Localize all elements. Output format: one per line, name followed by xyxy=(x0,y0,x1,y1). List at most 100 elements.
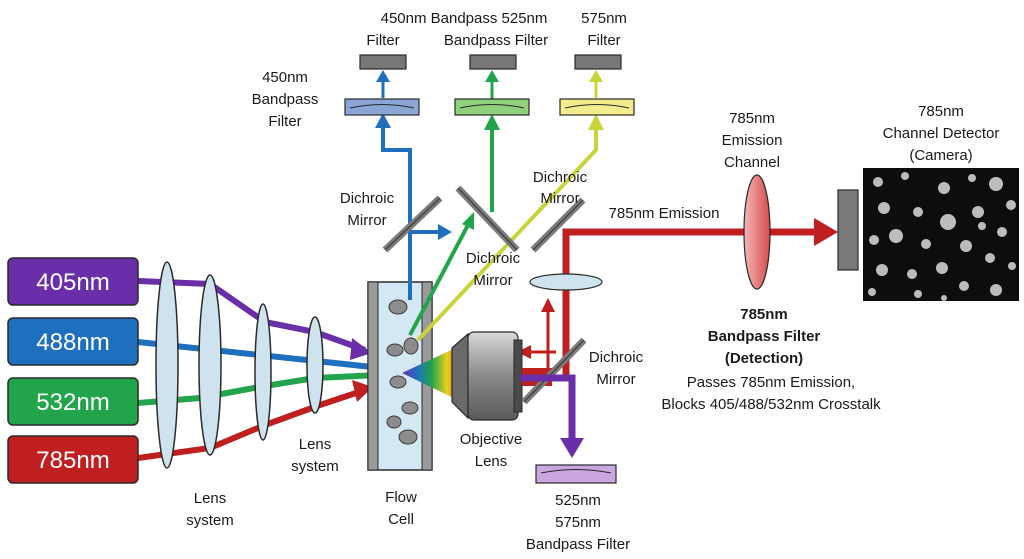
laser-label-488: 488nm xyxy=(36,329,109,356)
flow-cell-line1: Flow xyxy=(385,489,417,506)
lens-system-2-line2: system xyxy=(291,458,339,475)
dichroic-left-line2: Mirror xyxy=(347,212,386,229)
mirror-right-edge xyxy=(532,199,584,251)
path-blue-arrowhead xyxy=(375,113,391,128)
dichroic-center-line1: Dichroic xyxy=(466,250,521,267)
path-green-top-arrowhead xyxy=(485,70,499,82)
top-filters-row2-b: Bandpass Filter xyxy=(444,32,548,49)
path-green-diag-arrowhead xyxy=(462,212,474,230)
lens-4-icon xyxy=(306,316,324,414)
bottom-filter-line1: 525nm xyxy=(555,492,601,509)
top-filters-row1: 450nm Bandpass 525nm xyxy=(381,10,548,27)
bandpass-desc-line2: Blocks 405/488/532nm Crosstalk xyxy=(661,396,881,413)
flow-cell-line2: Cell xyxy=(388,511,414,528)
dichroic-center-line2: Mirror xyxy=(473,272,512,289)
path-blue-h-arrowhead xyxy=(438,224,452,240)
dichroic-mirrors-top xyxy=(382,185,586,253)
top-detectors xyxy=(359,54,622,70)
bottom-filter xyxy=(535,464,617,484)
filter-525-icon xyxy=(454,98,530,116)
detector-450-icon xyxy=(359,54,407,70)
dichroic-right-line1: Dichroic xyxy=(533,169,588,186)
top-575-line2: Filter xyxy=(587,32,620,49)
path-green-diagonal xyxy=(408,224,470,336)
path-blue-top-arrowhead xyxy=(376,70,390,82)
lens-system xyxy=(155,261,324,469)
violet-down-path xyxy=(520,374,584,458)
laser-box-532 xyxy=(7,377,139,426)
lens-2-icon xyxy=(198,274,222,456)
beam-405-arrowhead xyxy=(350,338,372,360)
mirror-center-edge xyxy=(457,187,518,251)
path-green-arrowhead xyxy=(484,114,500,130)
emission-channel-line2: Emission xyxy=(722,132,783,149)
dichroic-mirror-bottom xyxy=(521,337,587,405)
cell-7 xyxy=(398,429,418,445)
cell-1 xyxy=(388,299,408,315)
path-yellow-top-arrowhead xyxy=(589,70,603,82)
bottom-filter-line3: Bandpass Filter xyxy=(526,536,630,553)
objective-line2: Lens xyxy=(475,453,508,470)
lens-system-2-line1: Lens xyxy=(299,436,332,453)
detector-575-icon xyxy=(574,54,622,70)
top-filters xyxy=(344,98,635,116)
red-return-2-arrowhead xyxy=(517,345,531,359)
cell-5 xyxy=(401,401,419,415)
top-filters-row2-a: Filter xyxy=(366,32,399,49)
bandpass-title-line2: Bandpass Filter xyxy=(708,328,821,345)
cell-2 xyxy=(386,343,404,357)
cell-3 xyxy=(403,337,419,355)
laser-label-785: 785nm xyxy=(36,447,109,474)
top-575-line1: 575nm xyxy=(581,10,627,27)
laser-box-405 xyxy=(7,257,139,306)
emission-channel-line3: Channel xyxy=(724,154,780,171)
relay-lens-icon xyxy=(529,273,603,291)
dichroic-right-line2: Mirror xyxy=(540,190,579,207)
filter-450-icon xyxy=(344,98,420,116)
filter-575-icon xyxy=(559,98,635,116)
red-return-1-arrowhead xyxy=(541,298,555,312)
objective-front xyxy=(451,332,469,420)
laser-box-488 xyxy=(7,317,139,366)
objective-line1: Objective xyxy=(460,431,523,448)
cell-4 xyxy=(389,375,407,389)
bandpass-desc-line1: Passes 785nm Emission, xyxy=(687,374,855,391)
lens-3-icon xyxy=(254,303,272,441)
detector-line2: Channel Detector xyxy=(883,125,1000,142)
path-yellow-arrowhead xyxy=(588,114,604,130)
lens-system-1-line1: Lens xyxy=(194,490,227,507)
laser-label-532: 532nm xyxy=(36,389,109,416)
emission-channel-lens-icon xyxy=(743,174,771,290)
path-yellow xyxy=(416,130,598,342)
camera-detector-icon xyxy=(837,189,859,271)
lens-system-1-line2: system xyxy=(186,512,234,529)
flow-cell-wall-left xyxy=(367,281,379,471)
filter-450-side-line2: Bandpass xyxy=(252,91,319,108)
filter-450-side-line1: 450nm xyxy=(262,69,308,86)
violet-arrowhead xyxy=(560,438,584,458)
red-path-arrowhead xyxy=(814,218,838,246)
objective-lens xyxy=(451,331,523,421)
detector-525-icon xyxy=(469,54,517,70)
dichroic-left-line1: Dichroic xyxy=(340,190,395,207)
detector-line1: 785nm xyxy=(918,103,964,120)
bandpass-title-line1: 785nm xyxy=(740,306,788,323)
detector-line3: (Camera) xyxy=(909,147,972,164)
cell-6 xyxy=(386,415,402,429)
mirror-left-edge xyxy=(384,197,441,251)
dichroic-bottom-line1: Dichroic xyxy=(589,349,644,366)
filter-450-side-line3: Filter xyxy=(268,113,301,130)
emission-cone xyxy=(402,345,462,402)
laser-label-405: 405nm xyxy=(36,269,109,296)
bottom-filter-line2: 575nm xyxy=(555,514,601,531)
labels: 450nm Bandpass 525nm Filter Bandpass Fil… xyxy=(186,10,999,553)
filter-bottom-icon xyxy=(535,464,617,484)
camera-image xyxy=(863,168,1019,301)
mirror-bottom-edge xyxy=(523,339,585,403)
objective-body xyxy=(467,331,519,421)
violet-path xyxy=(520,374,576,440)
emission-beam-label: 785nm Emission xyxy=(609,205,720,222)
laser-box-785 xyxy=(7,435,139,484)
